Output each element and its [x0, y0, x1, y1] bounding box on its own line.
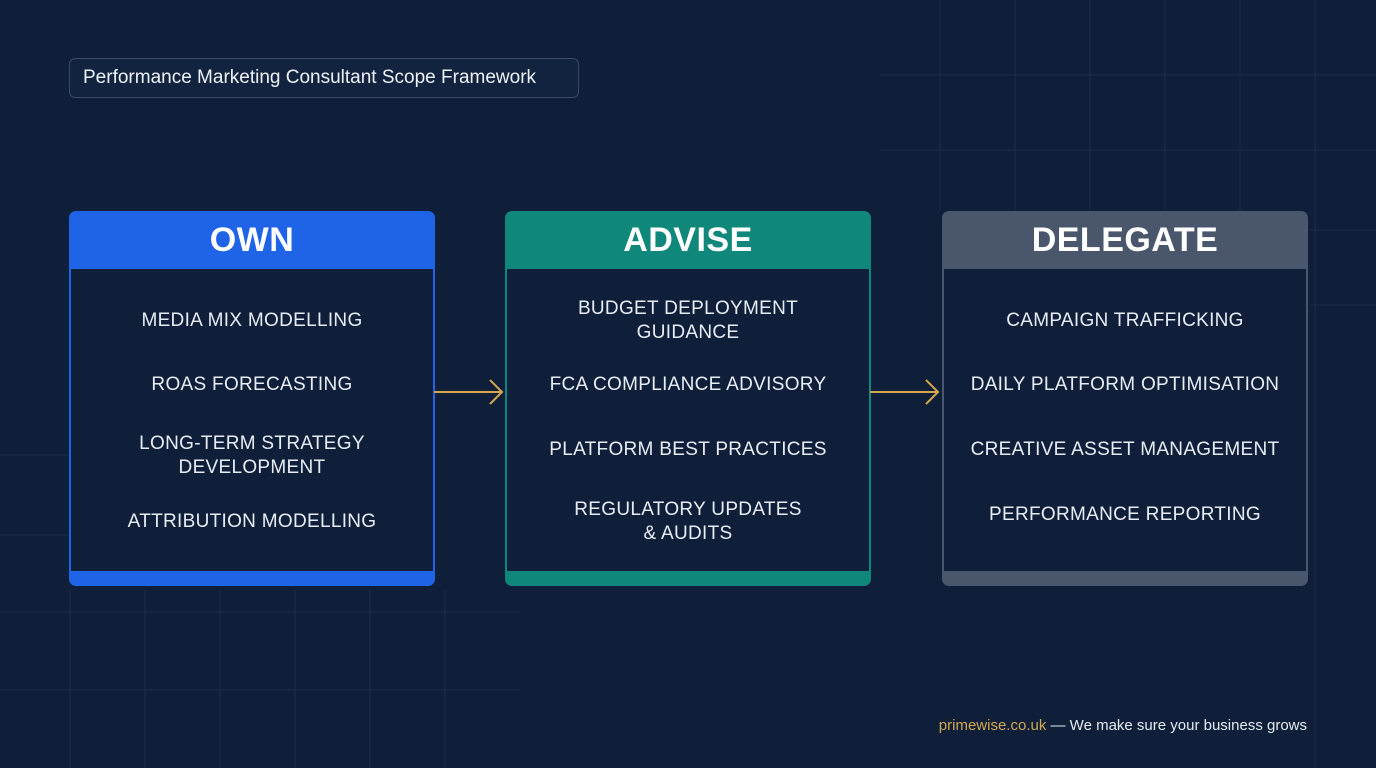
- list-item: FCA COMPLIANCE ADVISORY: [549, 374, 827, 395]
- list-item: ROAS FORECASTING: [151, 374, 353, 395]
- list-item: PLATFORM BEST PRACTICES: [549, 439, 827, 460]
- column-footer-bar-own: [69, 571, 435, 586]
- footer-tagline-text: — We make sure your business grows: [1046, 717, 1308, 734]
- list-item: CAMPAIGN TRAFFICKING: [1006, 310, 1244, 331]
- footer-tagline: primewise.co.uk — We make sure your busi…: [939, 717, 1307, 734]
- column-heading-own: OWN: [69, 211, 435, 269]
- list-item: LONG-TERM STRATEGY DEVELOPMENT: [139, 433, 365, 478]
- column-heading-delegate: DELEGATE: [942, 211, 1308, 269]
- footer-site-link[interactable]: primewise.co.uk: [938, 717, 1047, 734]
- column-body-advise: BUDGET DEPLOYMENT GUIDANCE FCA COMPLIANC…: [505, 269, 871, 571]
- column-heading-advise: ADVISE: [505, 211, 871, 269]
- framework-title: Performance Marketing Consultant Scope F…: [69, 58, 579, 98]
- column-body-delegate: CAMPAIGN TRAFFICKING DAILY PLATFORM OPTI…: [942, 269, 1308, 571]
- list-item: MEDIA MIX MODELLING: [141, 310, 363, 331]
- list-item: REGULATORY UPDATES & AUDITS: [574, 499, 802, 544]
- list-item: PERFORMANCE REPORTING: [989, 504, 1261, 525]
- arrow-right-icon: [434, 379, 504, 405]
- column-own: OWN MEDIA MIX MODELLING ROAS FORECASTING…: [69, 211, 435, 586]
- arrow-right-icon: [870, 379, 940, 405]
- column-body-own: MEDIA MIX MODELLING ROAS FORECASTING LON…: [69, 269, 435, 571]
- column-delegate: DELEGATE CAMPAIGN TRAFFICKING DAILY PLAT…: [942, 211, 1308, 586]
- list-item: ATTRIBUTION MODELLING: [127, 511, 377, 532]
- list-item: BUDGET DEPLOYMENT GUIDANCE: [577, 298, 799, 343]
- list-item: CREATIVE ASSET MANAGEMENT: [970, 439, 1280, 460]
- column-advise: ADVISE BUDGET DEPLOYMENT GUIDANCE FCA CO…: [505, 211, 871, 586]
- list-item: DAILY PLATFORM OPTIMISATION: [970, 374, 1280, 395]
- column-footer-bar-advise: [505, 571, 871, 586]
- column-footer-bar-delegate: [942, 571, 1308, 586]
